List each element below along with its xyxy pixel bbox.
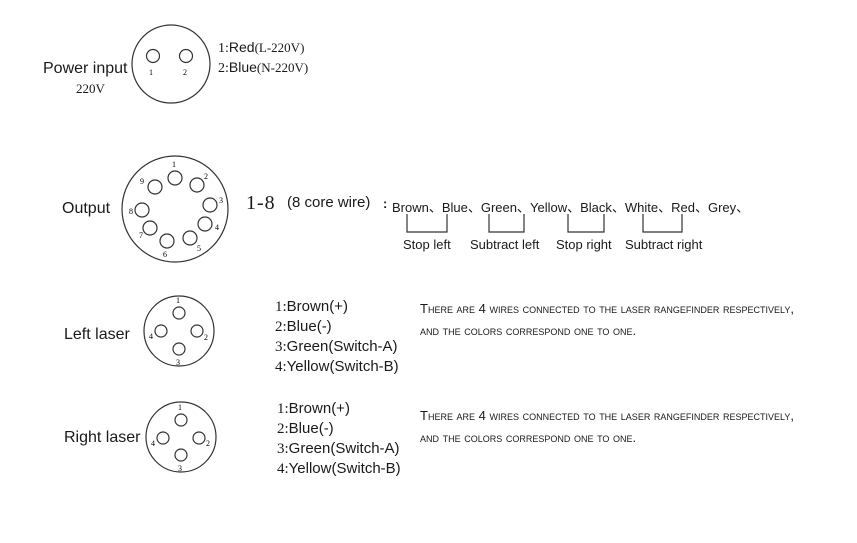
right-laser-note-line1: There are 4 wires connected to the laser…: [420, 408, 795, 423]
power-input-label: Power input: [43, 60, 128, 77]
svg-text:5: 5: [197, 244, 201, 253]
left-laser-note-line1: There are 4 wires connected to the laser…: [420, 301, 795, 316]
group-subtract-right: Subtract right: [625, 237, 703, 252]
power-voltage-label: 220V: [76, 81, 105, 96]
output-group-brackets: [406, 214, 683, 233]
right-wire-4: 4:Yellow(Switch-B): [277, 460, 401, 477]
svg-text:2: 2: [206, 439, 210, 448]
group-subtract-left: Subtract left: [470, 237, 540, 252]
svg-text:2: 2: [204, 333, 208, 342]
right-laser-connector: 1 2 3 4: [145, 401, 217, 473]
left-laser-label: Left laser: [64, 326, 130, 343]
svg-text:8: 8: [129, 207, 133, 216]
right-wire-3: 3:Green(Switch-A): [277, 440, 400, 457]
power-pin-2-hole: [178, 48, 194, 64]
svg-text:7: 7: [139, 231, 143, 240]
power-wire-2: 2:Blue(N-220V): [218, 59, 309, 76]
left-wire-3: 3:Green(Switch-A): [275, 338, 398, 355]
svg-text:3: 3: [219, 196, 223, 205]
left-laser-connector: 1 2 3 4: [143, 295, 215, 367]
right-wire-2: 2:Blue(-): [277, 420, 334, 437]
output-connector: 1 2 3 4 5 6 7 8 9: [121, 155, 229, 263]
left-laser-note-line2: and the colors correspond one to one.: [420, 323, 637, 338]
output-colors: Brown、Blue、Green、Yellow、Black、White、Red、…: [392, 200, 750, 215]
svg-text:1: 1: [176, 296, 180, 305]
output-core-note: (8 core wire): [287, 194, 371, 211]
svg-text:4: 4: [149, 332, 153, 341]
power-wire-1: 1:Red(L-220V): [218, 39, 305, 56]
power-pin-1-label: 1: [149, 68, 153, 77]
svg-text:2: 2: [204, 172, 208, 181]
left-wire-1: 1:Brown(+): [275, 298, 348, 315]
left-wire-4: 4:Yellow(Switch-B): [275, 358, 399, 375]
svg-text:4: 4: [151, 439, 155, 448]
right-wire-1: 1:Brown(+): [277, 400, 350, 417]
group-stop-right: Stop right: [556, 237, 612, 252]
output-label: Output: [62, 200, 111, 217]
power-pin-2-label: 2: [183, 68, 187, 77]
svg-text:1: 1: [178, 403, 182, 412]
svg-text:1: 1: [172, 160, 176, 169]
group-stop-left: Stop left: [403, 237, 451, 252]
svg-text:9: 9: [140, 177, 144, 186]
svg-text:4: 4: [215, 223, 219, 232]
output-range: 1-8: [246, 192, 276, 214]
svg-text:3: 3: [176, 358, 180, 367]
power-connector: 1 2: [131, 24, 211, 104]
power-pin-1-hole: [145, 48, 161, 64]
right-laser-note-line2: and the colors correspond one to one.: [420, 430, 637, 445]
left-wire-2: 2:Blue(-): [275, 318, 332, 335]
output-colon: :: [383, 196, 388, 211]
svg-text:6: 6: [163, 250, 167, 259]
right-laser-label: Right laser: [64, 429, 141, 446]
svg-text:3: 3: [178, 464, 182, 473]
